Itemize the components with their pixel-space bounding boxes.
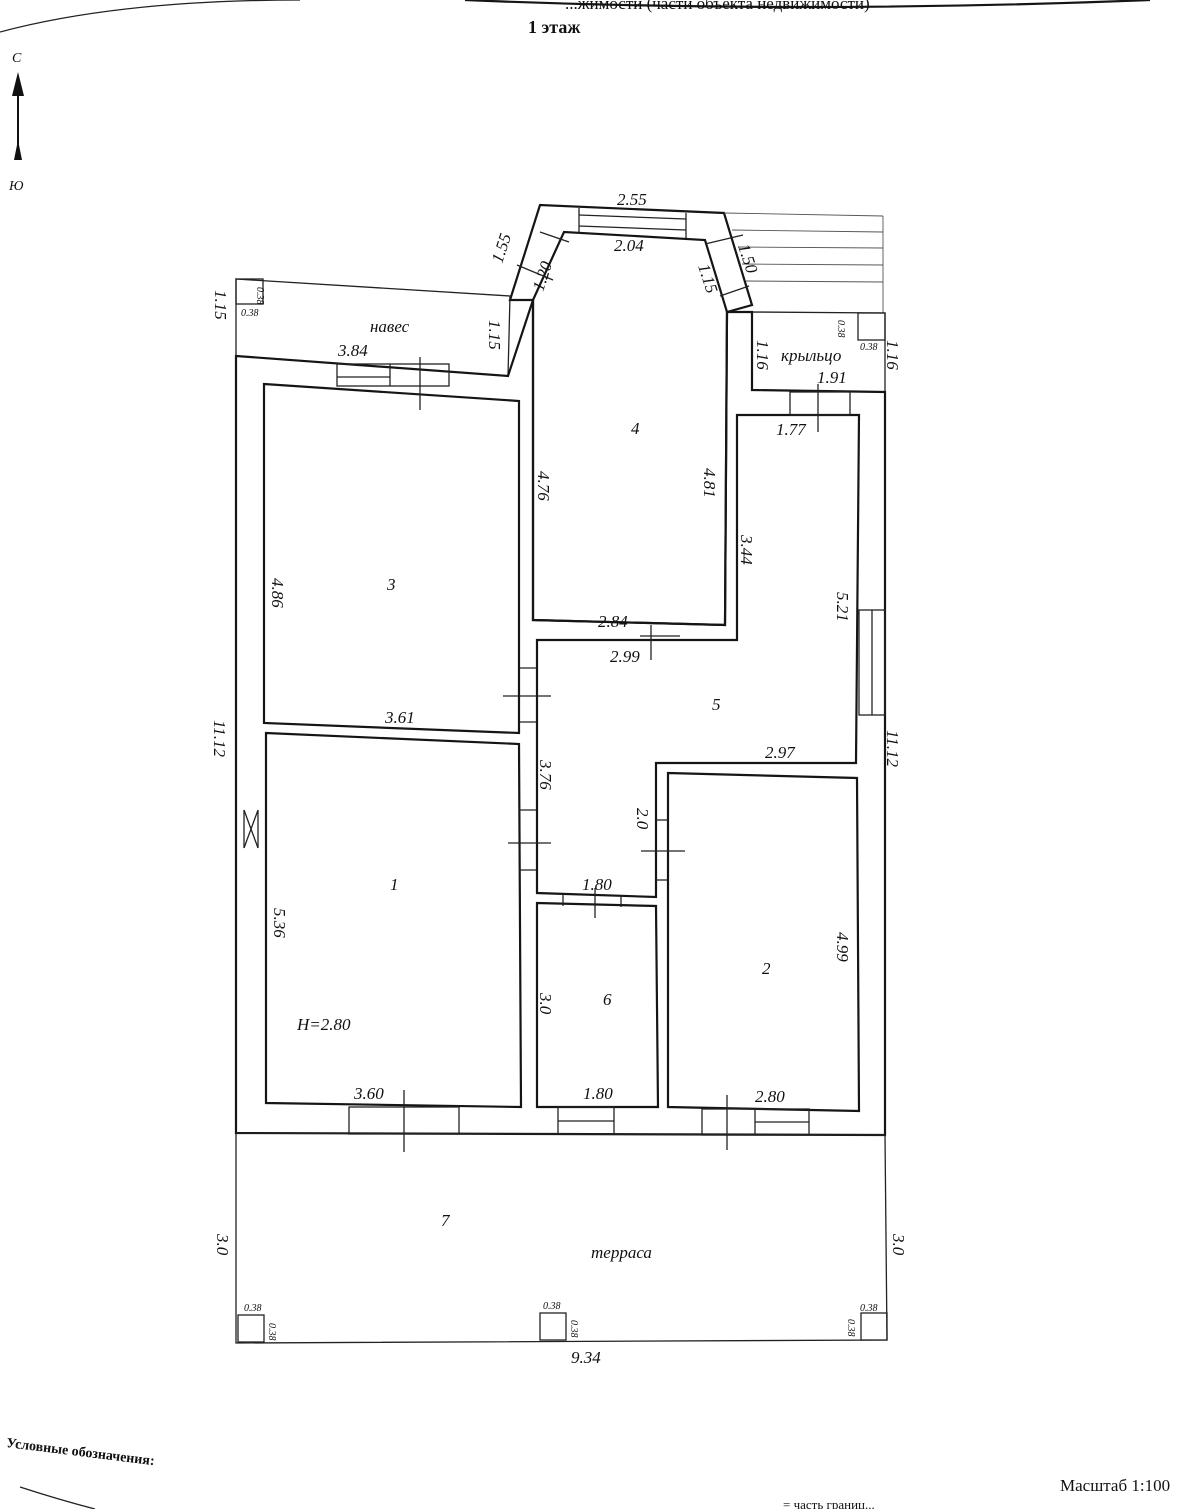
terrace xyxy=(235,1132,888,1344)
room-number-3: 3 xyxy=(386,575,396,594)
dim-terrace-width: 9.34 xyxy=(571,1348,601,1367)
dim-left-total: 11.12 xyxy=(210,720,229,757)
porch-label: крыльцо xyxy=(781,346,841,365)
dim-r1-left: 5.36 xyxy=(270,908,289,938)
dim-r5-corr: 3.76 xyxy=(536,759,555,790)
room-1 xyxy=(264,731,523,1109)
dim-r3-left: 4.86 xyxy=(268,578,287,608)
dim-pillar-terrace-c-h: 0.38 xyxy=(543,1301,561,1312)
header-arc xyxy=(0,0,301,33)
dim-porch-left: 1.16 xyxy=(753,340,772,370)
dim-r6-bottom: 1.80 xyxy=(583,1084,613,1103)
dim-pillar-terrace-l-h: 0.38 xyxy=(244,1303,262,1314)
dim-bay-outer-top: 2.55 xyxy=(617,190,647,209)
room-number-2: 2 xyxy=(762,959,771,978)
dim-pillar-terrace-c-v: 0.38 xyxy=(568,1320,579,1338)
dim-porch-width: 1.91 xyxy=(817,368,847,387)
room-number-5: 5 xyxy=(712,695,721,714)
dim-pillar-canopy-h: 0.38 xyxy=(241,308,259,319)
room-number-6: 6 xyxy=(603,990,612,1009)
dim-pillar-porch-v: 0.38 xyxy=(835,320,846,338)
floor-title: 1 этаж xyxy=(528,17,581,37)
canopy-label: навес xyxy=(370,317,410,336)
dim-pillar-terrace-l-v: 0.38 xyxy=(266,1323,277,1341)
footer-arc xyxy=(19,1486,96,1509)
bottom-text: = часть границ... xyxy=(783,1497,875,1509)
dim-r5-right: 5.21 xyxy=(833,592,852,622)
room-number-1: 1 xyxy=(390,875,399,894)
room-number-7: 7 xyxy=(441,1211,451,1230)
dim-terrace-left: 3.0 xyxy=(213,1233,232,1256)
dim-canopy-right: 1.15 xyxy=(485,320,504,350)
ceiling-height: Н=2.80 xyxy=(296,1015,351,1034)
room-number-4: 4 xyxy=(631,419,640,438)
dim-r1-bottom: 3.60 xyxy=(353,1084,384,1103)
dim-bay-inner-top: 2.04 xyxy=(614,236,644,255)
dim-porch-right: 1.16 xyxy=(883,340,902,370)
room-3 xyxy=(262,382,521,735)
compass-south: Ю xyxy=(8,179,24,194)
dim-pillar-terrace-r-v: 0.38 xyxy=(845,1319,856,1337)
compass-north: С xyxy=(12,51,22,66)
dim-pillar-canopy-v: 0.38 xyxy=(254,287,265,305)
dim-right-total: 11.12 xyxy=(883,730,902,767)
dim-pillar-porch-h: 0.38 xyxy=(860,342,878,353)
dim-r5-top: 1.77 xyxy=(776,420,807,439)
dim-bay-left-outer: 1.55 xyxy=(488,231,515,265)
room-6 xyxy=(535,901,660,1109)
header-band xyxy=(464,0,1151,9)
dim-bay-left-inner: 1.20 xyxy=(529,259,556,294)
dim-pillar-terrace-r-h: 0.38 xyxy=(860,1303,878,1314)
dim-bay-right-outer: 1.50 xyxy=(734,241,761,276)
dim-canopy-width: 3.84 xyxy=(337,341,368,360)
dim-r2-bottom: 2.80 xyxy=(755,1087,785,1106)
dim-r4-bottom: 2.84 xyxy=(598,612,628,631)
dim-terrace-right: 3.0 xyxy=(889,1233,908,1256)
dim-r2-door: 2.0 xyxy=(633,808,652,830)
dim-r3-bottom: 3.61 xyxy=(384,708,415,727)
dim-canopy-left: 1.15 xyxy=(211,290,230,320)
dim-r6-left: 3.0 xyxy=(536,992,555,1015)
dim-r4-left: 4.76 xyxy=(534,471,553,501)
dim-r5-lower: 2.97 xyxy=(765,743,796,762)
legend-title: Условные обозначения: xyxy=(6,1436,156,1469)
dim-r2-right: 4.99 xyxy=(833,932,852,962)
dim-bay-right-inner: 1.15 xyxy=(694,261,721,295)
header-caption: ...жимости (части объекта недвижимости) xyxy=(565,0,870,13)
dim-r5-mid: 2.99 xyxy=(610,647,640,666)
dim-r5-right-upper: 3.44 xyxy=(737,534,756,565)
terrace-label: терраса xyxy=(591,1243,652,1262)
room-5 xyxy=(535,413,861,899)
scale-label: Масштаб 1:100 xyxy=(1060,1476,1170,1495)
dim-r6-top: 1.80 xyxy=(582,875,612,894)
dim-r4-right: 4.81 xyxy=(700,468,719,498)
room-2 xyxy=(666,771,861,1113)
openings xyxy=(243,357,886,1152)
compass-icon xyxy=(12,72,24,160)
